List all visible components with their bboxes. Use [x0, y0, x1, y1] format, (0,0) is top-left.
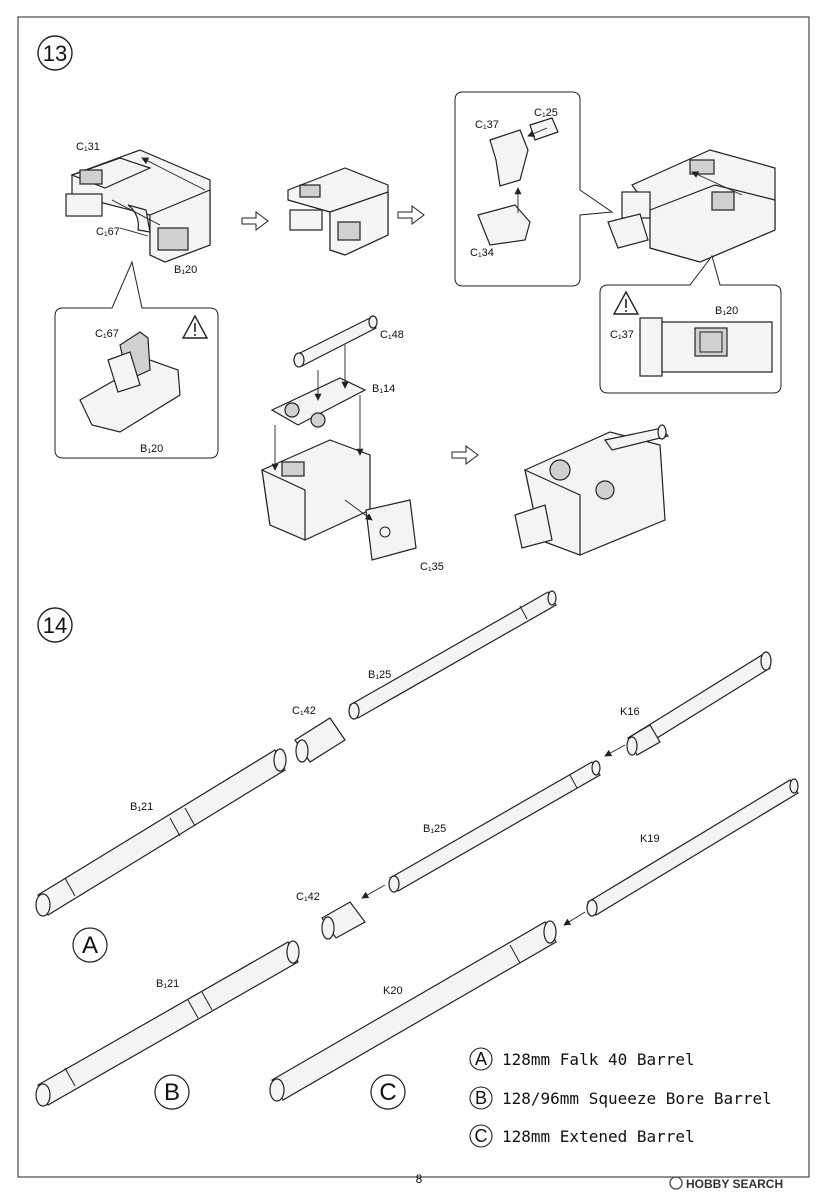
variant-marker-c-letter: C [379, 1079, 396, 1106]
label-k16: K16 [620, 706, 640, 718]
legend-b-letter: B [475, 1088, 487, 1108]
label-c25: C₁25 [534, 107, 558, 119]
label-b25-b: B₁25 [423, 823, 446, 835]
step-14: 14 B₁25 C₁42 B₁21 K16 [35, 590, 799, 1148]
label-c67: C₁67 [96, 226, 120, 238]
label-detail2-c37: C₁37 [610, 329, 634, 341]
legend-a-text: 128mm Falk 40 Barrel [502, 1050, 695, 1069]
step-13-number: 13 [43, 41, 67, 66]
legend-c-text: 128mm Extened Barrel [502, 1127, 695, 1146]
barrel-variant-b [35, 760, 601, 1107]
callout-c37-c34 [454, 91, 614, 287]
page-border [17, 16, 810, 1178]
label-c34: C₁34 [470, 247, 494, 259]
legend-c-badge [469, 1124, 493, 1148]
assembly-exploded-c48-b14 [261, 315, 417, 561]
label-k20: K20 [383, 985, 403, 997]
step-13: 13 C₁31 C₁67 B₁20 [37, 35, 782, 573]
assembly-b20-first [65, 149, 211, 263]
legend-b-badge [469, 1086, 493, 1110]
legend-a-badge [469, 1047, 493, 1071]
barrel-variant-c [269, 778, 799, 1102]
legend-b-text: 128/96mm Squeeze Bore Barrel [502, 1089, 772, 1108]
progress-arrow-2 [397, 205, 425, 225]
label-c48: C₁48 [380, 329, 404, 341]
legend-a-letter: A [475, 1049, 487, 1069]
assembly-result-final [514, 424, 670, 556]
watermark-text: HOBBY SEARCH [686, 1177, 783, 1191]
progress-arrow-1 [241, 211, 269, 231]
variant-marker-b-letter: B [164, 1079, 180, 1106]
step-14-badge [37, 607, 73, 643]
label-b21-b: B₁21 [156, 978, 179, 990]
legend-c-letter: C [475, 1126, 488, 1146]
label-b20: B₁20 [174, 264, 197, 276]
variant-marker-c [370, 1074, 406, 1110]
label-c37: C₁37 [475, 119, 499, 131]
variant-marker-b [154, 1074, 190, 1110]
label-b14: B₁14 [372, 383, 395, 395]
page-number: 8 [416, 1172, 423, 1186]
callout-c67-warning [54, 260, 219, 459]
callout-b20-warning [599, 254, 782, 394]
barrel-variant-a [35, 590, 557, 917]
label-c42-a: C₁42 [292, 705, 316, 717]
watermark: HOBBY SEARCH [669, 1176, 783, 1191]
progress-arrow-3 [451, 445, 479, 465]
label-c35: C₁35 [420, 561, 444, 573]
variant-marker-a-letter: A [82, 932, 98, 959]
label-c31: C₁31 [76, 141, 100, 153]
barrel-k16 [604, 651, 772, 757]
step-14-number: 14 [43, 613, 67, 638]
barrel-legend: A 128mm Falk 40 Barrel B 128/96mm Squeez… [469, 1047, 772, 1148]
label-b21-a: B₁21 [130, 801, 153, 813]
label-detail-b20: B₁20 [140, 443, 163, 455]
assembly-result-2 [607, 149, 776, 263]
label-detail-c67: C₁67 [95, 328, 119, 340]
variant-marker-a [72, 927, 108, 963]
label-k19: K19 [640, 833, 660, 845]
label-b25-a: B₁25 [368, 669, 391, 681]
label-detail2-b20: B₁20 [715, 305, 738, 317]
watermark-logo-icon [669, 1176, 683, 1190]
step-13-badge [37, 35, 73, 71]
label-c42-b: C₁42 [296, 891, 320, 903]
assembly-result-1 [287, 167, 389, 256]
